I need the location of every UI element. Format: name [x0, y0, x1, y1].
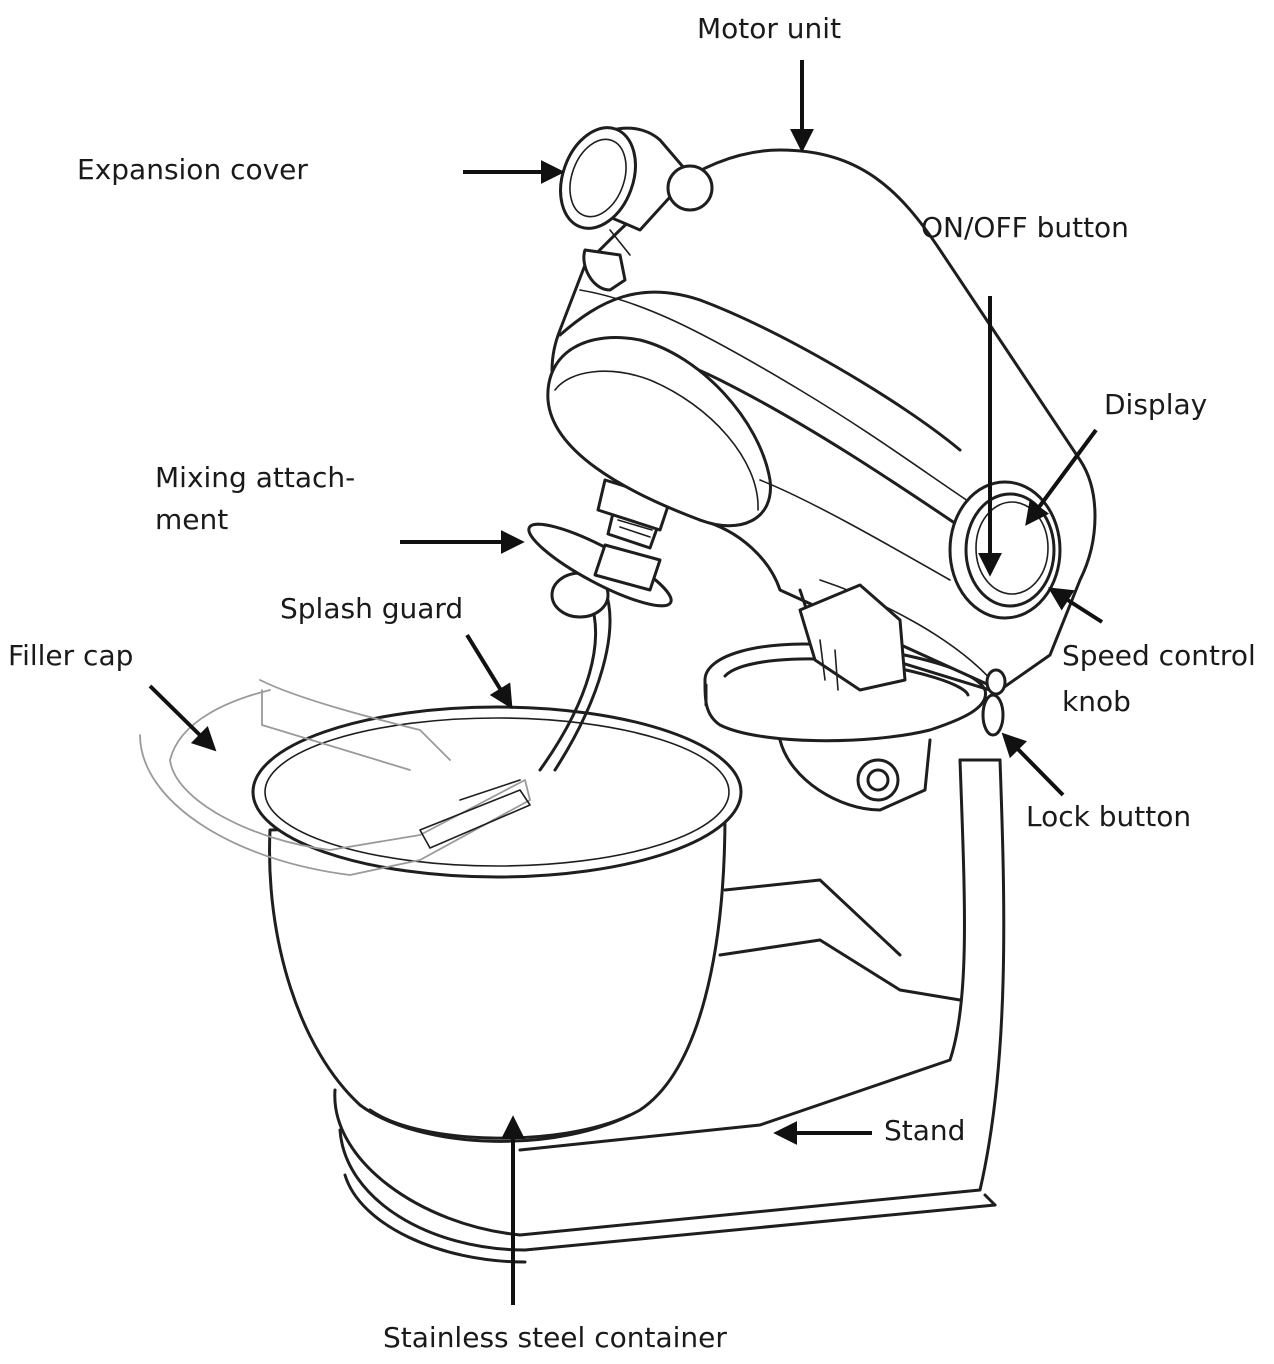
label-speed-control-knob-line2: knob [1062, 685, 1131, 718]
label-motor-unit: Motor unit [697, 12, 842, 45]
label-splash-guard: Splash guard [280, 592, 464, 625]
label-mixing-attachment-line2: ment [155, 503, 229, 536]
stand-column [718, 738, 962, 1002]
label-on-off-button: ON/OFF button [921, 211, 1129, 244]
mixing-attachment [527, 478, 673, 608]
bowl [251, 705, 743, 1143]
arrow-lock-button [1001, 732, 1065, 797]
label-stainless-steel-container: Stainless steel container [383, 1321, 727, 1354]
stand-base [333, 758, 1006, 1264]
tilt-hinge [798, 583, 907, 692]
callout-arrows [148, 60, 1104, 1305]
lock-knob [981, 668, 1007, 737]
arrow-display [1025, 428, 1098, 526]
splash-guard [139, 679, 531, 876]
label-lock-button: Lock button [1026, 800, 1192, 833]
arrow-speed-control-knob [1047, 587, 1104, 624]
label-display: Display [1104, 388, 1208, 421]
label-expansion-cover: Expansion cover [77, 153, 308, 186]
mixer-illustration [139, 126, 1097, 1264]
label-stand: Stand [884, 1114, 966, 1147]
expansion-cover [559, 126, 714, 292]
label-mixing-attachment-line1: Mixing attach- [155, 461, 356, 494]
label-filler-cap: Filler cap [8, 639, 134, 672]
arrow-splash-guard [465, 633, 513, 710]
label-speed-control-knob-line1: Speed control [1062, 639, 1256, 672]
arrow-filler-cap [148, 684, 217, 752]
